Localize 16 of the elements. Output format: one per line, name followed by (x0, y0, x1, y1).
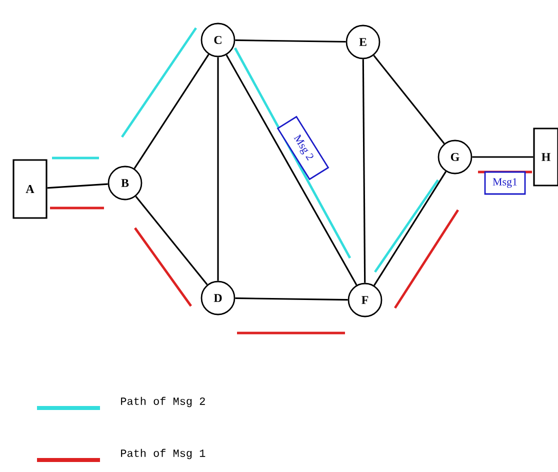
legend-label: Path of Msg 2 (121, 396, 205, 408)
link-line (47, 183, 108, 189)
link-line (226, 54, 358, 286)
link-line (362, 59, 366, 283)
terminal-box: A (12, 159, 48, 219)
link-line (235, 297, 348, 301)
message-tag: Msg1 (484, 171, 526, 195)
link-line (134, 54, 210, 170)
link-line (373, 54, 445, 144)
legend-label: Path of Msg 1 (121, 448, 206, 460)
link-line (373, 171, 447, 286)
terminal-box: H (533, 128, 558, 186)
link-line (217, 57, 219, 281)
link-line (472, 156, 534, 158)
link-line (235, 39, 346, 43)
link-line (135, 196, 208, 286)
